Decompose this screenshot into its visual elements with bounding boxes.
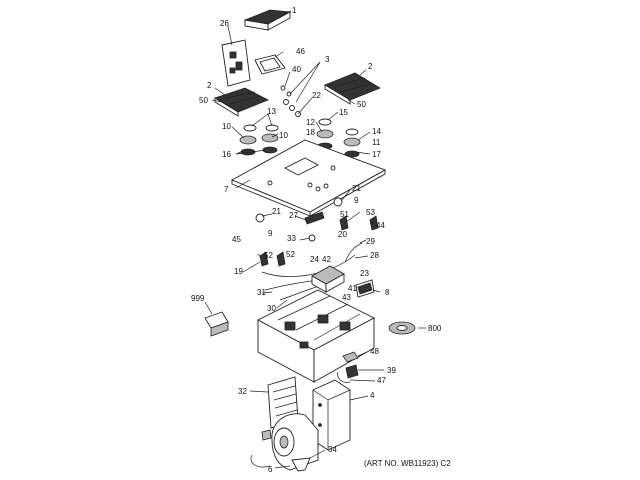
- part-24-regulator: [311, 265, 345, 293]
- callout-50-right: 50: [357, 100, 366, 109]
- callout-47: 47: [377, 376, 386, 385]
- callout-48: 48: [370, 347, 379, 356]
- callout-20: 20: [338, 230, 347, 239]
- left-burners: [239, 124, 279, 156]
- right-burners: [316, 118, 361, 158]
- callout-999: 999: [191, 294, 205, 303]
- callout-29: 29: [366, 237, 375, 246]
- callout-10-right: 10: [279, 131, 288, 140]
- screws-cluster: [280, 85, 301, 117]
- part-999-kit: [204, 311, 229, 337]
- part-1-cap: [243, 9, 292, 31]
- callout-4: 4: [370, 391, 375, 400]
- callout-18: 18: [306, 128, 315, 137]
- callout-40: 40: [292, 65, 301, 74]
- callout-52-right: 52: [286, 250, 295, 259]
- callout-1: 1: [292, 6, 297, 15]
- valves-and-igniters: [255, 197, 379, 267]
- callout-45: 45: [232, 235, 241, 244]
- callout-800: 800: [428, 324, 442, 333]
- callout-16: 16: [222, 150, 231, 159]
- callout-34: 34: [328, 445, 337, 454]
- callout-7: 7: [224, 185, 229, 194]
- callout-39: 39: [387, 366, 396, 375]
- callout-26: 26: [220, 19, 229, 28]
- callout-labels: 1 26 46 40 3 2 2 50 22 50 13 15 10 10 12…: [191, 6, 442, 474]
- callout-50-left: 50: [199, 96, 208, 105]
- callout-43: 43: [342, 293, 351, 302]
- callout-3: 3: [325, 55, 330, 64]
- burner-box: [257, 289, 375, 383]
- callout-19: 19: [234, 267, 243, 276]
- callout-24: 24: [310, 255, 319, 264]
- callout-21-left: 21: [272, 207, 281, 216]
- callout-10-left: 10: [222, 122, 231, 131]
- callout-22: 22: [312, 91, 321, 100]
- part-2-left-grate: [214, 87, 269, 117]
- callout-2-left: 2: [207, 81, 212, 90]
- part-26-card: [221, 39, 251, 87]
- callout-32: 32: [238, 387, 247, 396]
- callout-31: 31: [257, 288, 266, 297]
- callout-46: 46: [296, 47, 305, 56]
- callout-2-right: 2: [368, 62, 373, 71]
- callout-9-right: 9: [354, 196, 359, 205]
- callout-21-right: 21: [352, 184, 361, 193]
- callout-8: 8: [385, 288, 390, 297]
- leader-lines: [204, 10, 426, 469]
- art-number: (ART NO. WB11923) C2: [364, 459, 451, 468]
- blower-fan: [250, 413, 319, 472]
- callout-14: 14: [372, 127, 381, 136]
- callout-28: 28: [370, 251, 379, 260]
- callout-15: 15: [339, 108, 348, 117]
- callout-23: 23: [360, 269, 369, 278]
- part-46-gasket: [254, 54, 286, 75]
- callout-11: 11: [372, 138, 381, 147]
- gas-tubes: [261, 242, 363, 301]
- callout-6: 6: [268, 465, 273, 474]
- callout-44: 44: [376, 221, 385, 230]
- part-8-block: [355, 279, 375, 298]
- callout-33: 33: [287, 234, 296, 243]
- part-800-ring: [388, 321, 416, 335]
- callout-53: 53: [366, 208, 375, 217]
- callout-12: 12: [306, 118, 315, 127]
- part-4-duct: [312, 379, 351, 451]
- callout-51: 51: [340, 210, 349, 219]
- callout-9-left: 9: [268, 229, 273, 238]
- callout-52-left: 52: [264, 251, 273, 260]
- part-2-right-grate: [324, 72, 381, 105]
- callout-13: 13: [267, 107, 276, 116]
- callout-17: 17: [372, 150, 381, 159]
- callout-27: 27: [289, 211, 298, 220]
- parts-48-39-47: [337, 351, 359, 383]
- callout-30: 30: [267, 304, 276, 313]
- callout-41: 41: [348, 284, 357, 293]
- callout-42: 42: [322, 255, 331, 264]
